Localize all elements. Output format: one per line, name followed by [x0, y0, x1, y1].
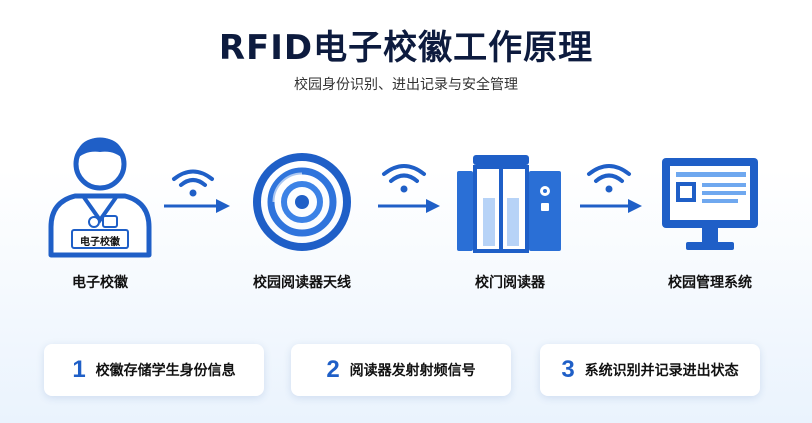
badge-card-label: 电子校徽 — [80, 237, 120, 248]
step-card-1: 1 校徽存储学生身份信息 — [44, 344, 264, 396]
step-text: 校徽存储学生身份信息 — [95, 363, 236, 379]
page-title: RFID电子校徽工作原理 — [218, 28, 594, 68]
gate-reader-icon — [457, 155, 561, 253]
step-number: 2 — [326, 356, 340, 383]
arrow-right-icon — [164, 199, 230, 213]
wifi-icon — [587, 164, 631, 193]
node-label-badge: 电子校徽 — [72, 275, 128, 291]
step-text: 阅读器发射射频信号 — [349, 363, 476, 379]
arrow-right-icon — [378, 199, 440, 213]
antenna-icon — [253, 153, 351, 251]
student-badge-icon — [48, 137, 152, 258]
step-number: 1 — [72, 356, 86, 383]
arrow-right-icon — [580, 199, 642, 213]
node-label-system: 校园管理系统 — [668, 275, 752, 291]
page-subtitle: 校园身份识别、进出记录与安全管理 — [294, 77, 518, 93]
step-card-3: 3 系统识别并记录进出状态 — [540, 344, 760, 396]
step-card-2: 2 阅读器发射射频信号 — [291, 344, 511, 396]
wifi-icon — [382, 164, 426, 193]
monitor-icon — [662, 158, 758, 250]
wifi-icon — [172, 169, 214, 197]
node-label-antenna: 校园阅读器天线 — [253, 275, 351, 291]
step-text: 系统识别并记录进出状态 — [584, 363, 739, 379]
node-label-gate-reader: 校门阅读器 — [475, 275, 545, 291]
step-number: 3 — [561, 356, 575, 383]
